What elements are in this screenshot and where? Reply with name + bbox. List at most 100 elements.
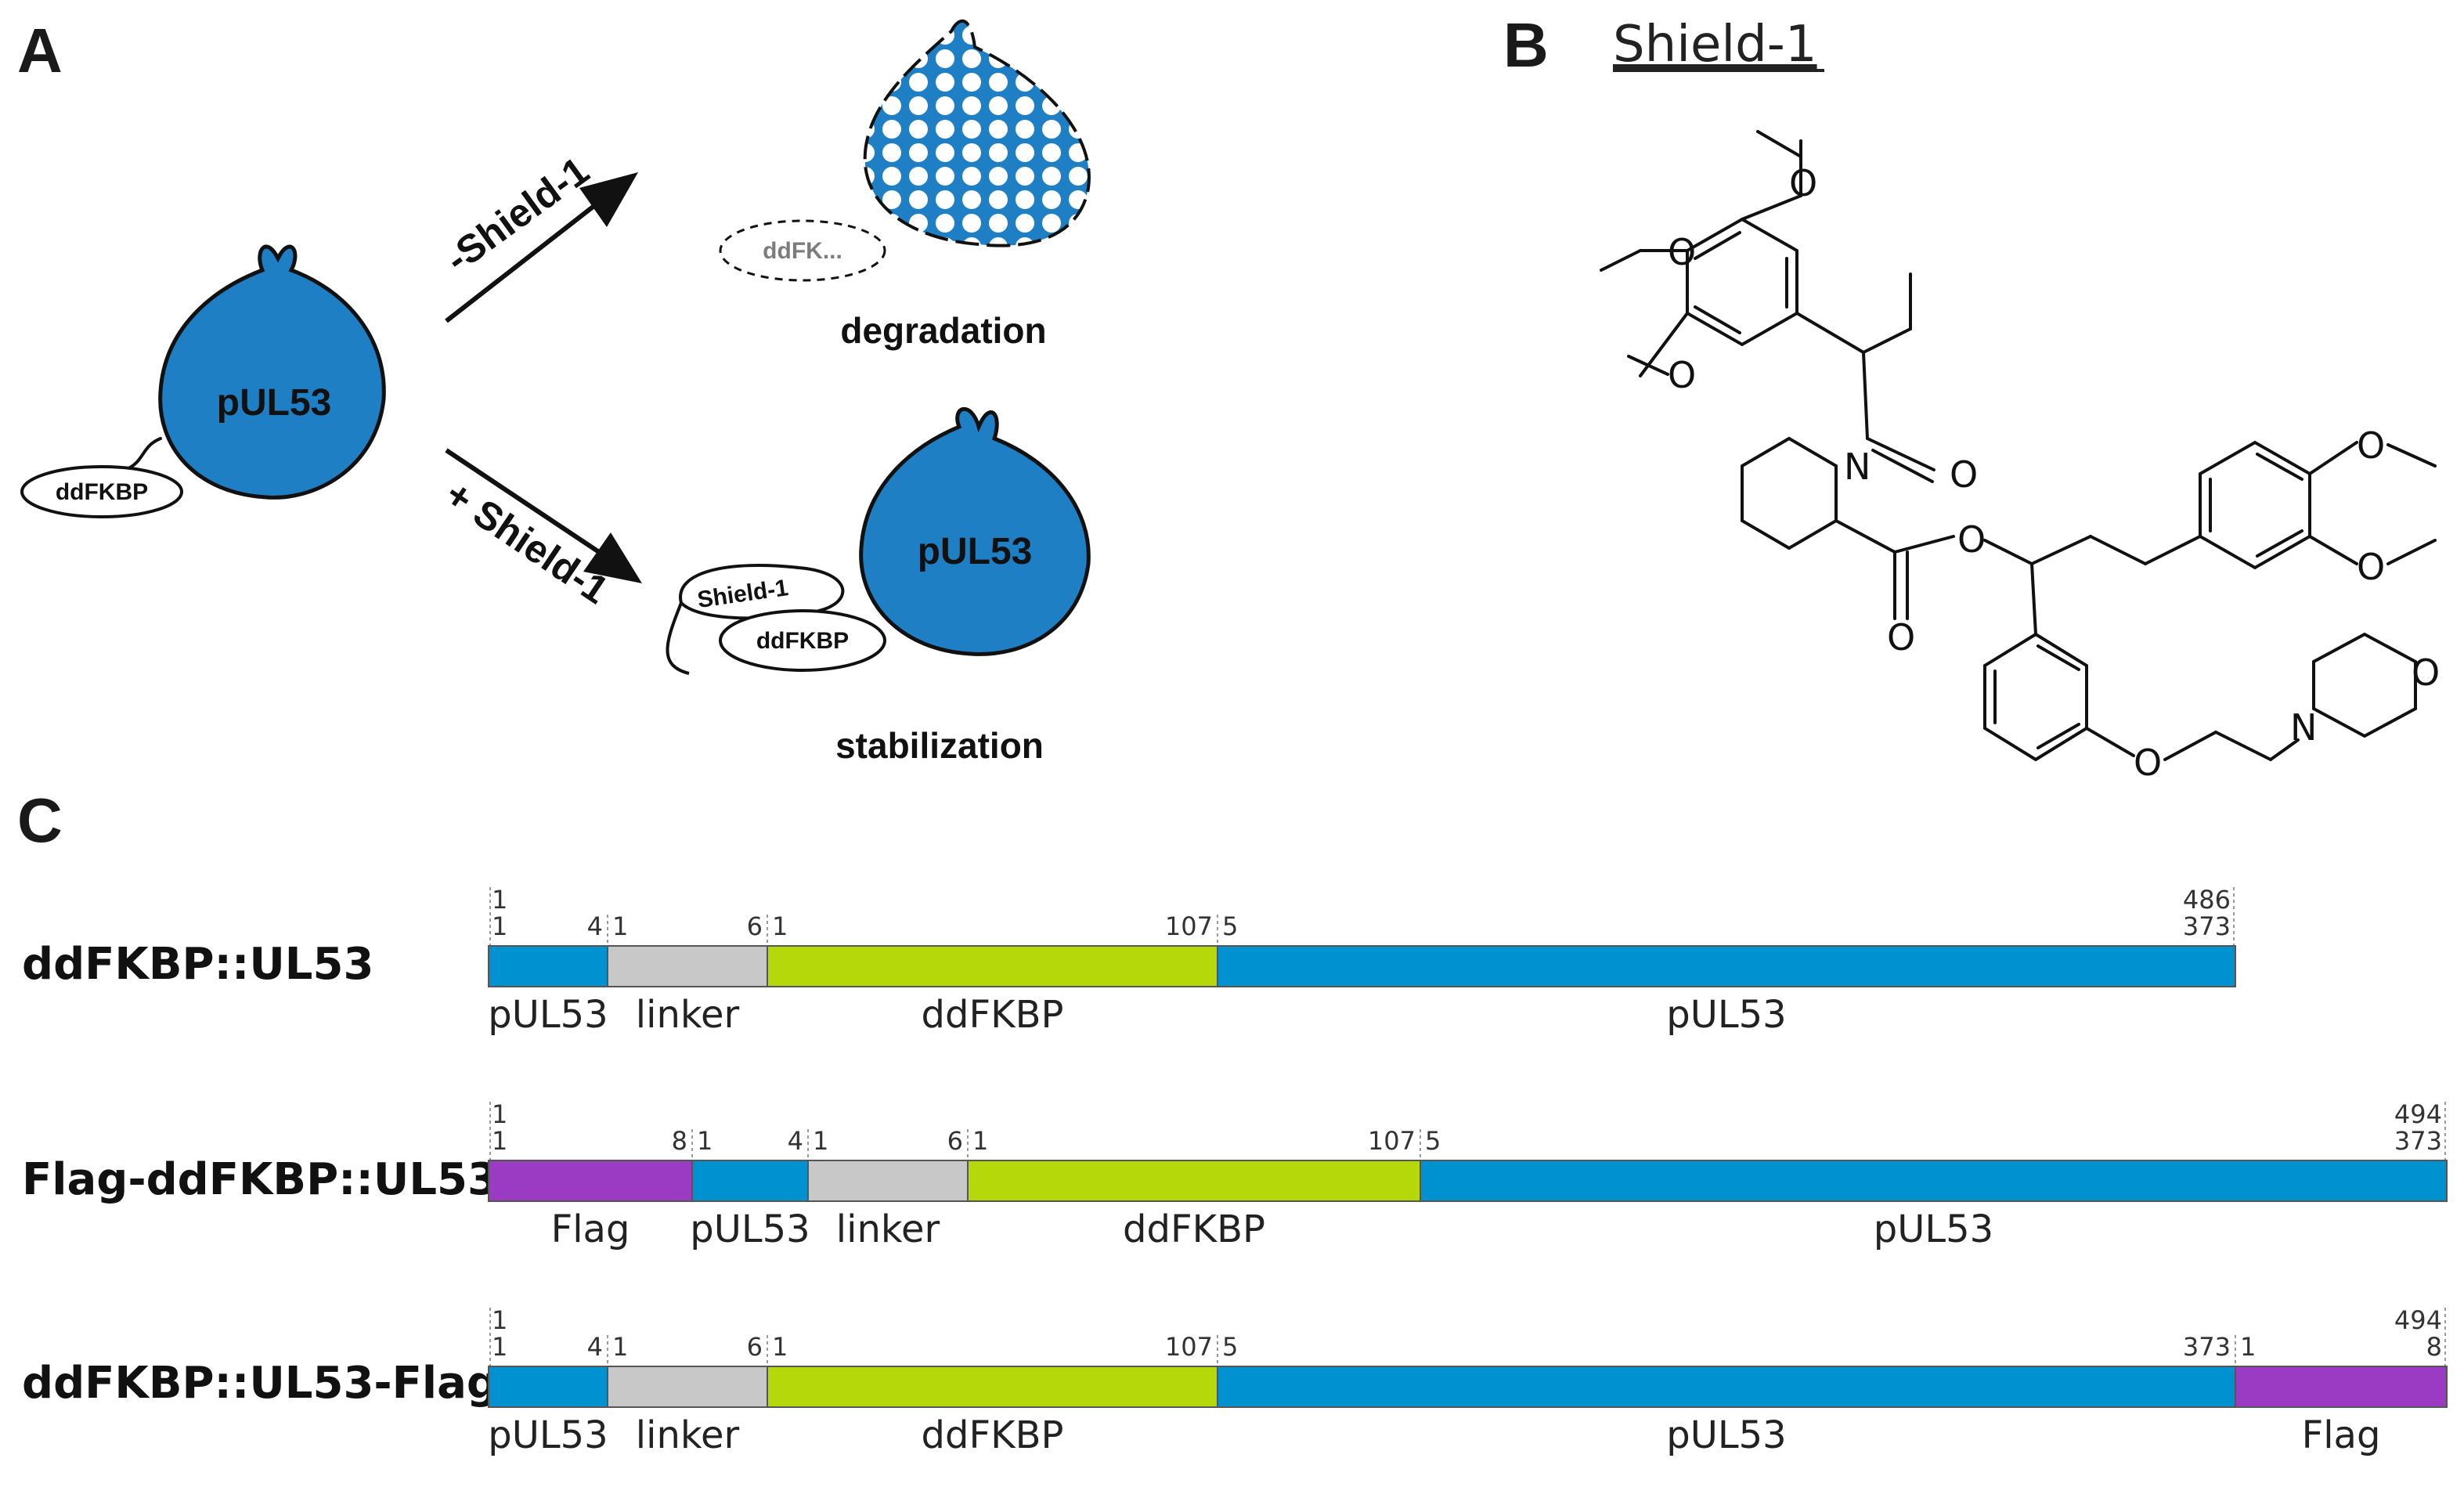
- ddfkbp-tag-label: ddFKBP: [56, 479, 148, 505]
- boundary-number-start: 1: [972, 1126, 988, 1156]
- boundary-number-start: 5: [1222, 1332, 1238, 1362]
- segment-flag: [488, 1160, 693, 1202]
- boundary-number-start: 1: [772, 1332, 788, 1362]
- segment-label: pUL53: [690, 1207, 810, 1251]
- atom-o4: O: [1950, 453, 1978, 496]
- shield1-structure: O O O O N O O O: [1600, 130, 2440, 784]
- segment-flag: [2235, 1366, 2448, 1408]
- start-number-bottom: 1: [492, 1126, 507, 1156]
- segment-label: ddFKBP: [1123, 1207, 1265, 1251]
- end-number-top: 494: [2394, 1099, 2442, 1129]
- outcome-degradation: degradation: [840, 310, 1046, 351]
- atom-o1: O: [1789, 162, 1817, 204]
- construct-name: ddFKBP::UL53: [22, 939, 373, 990]
- atom-o5: O: [1887, 616, 1915, 659]
- atom-n1: N: [1844, 446, 1871, 488]
- boundary-number-end: 4: [587, 1332, 603, 1362]
- segment-pul53: [488, 945, 608, 987]
- segment-pul53: [488, 1366, 608, 1408]
- segment-pul53: [691, 1160, 809, 1202]
- segment-label: pUL53: [1666, 1413, 1786, 1457]
- boundary-number-end: 107: [1165, 1332, 1213, 1362]
- segment-label: linker: [836, 1207, 940, 1251]
- boundary-number-end: 373: [2183, 1332, 2231, 1362]
- segment-ddfkbp: [767, 945, 1218, 987]
- atom-o2: O: [1668, 231, 1696, 273]
- boundary-number-start: 1: [772, 911, 788, 941]
- segment-ddfkbp: [767, 1366, 1218, 1408]
- pul53-unbound: pUL53: [158, 244, 386, 500]
- construct-name: Flag-ddFKBP::UL53: [22, 1154, 498, 1205]
- boundary-number-end: 6: [947, 1126, 963, 1156]
- segment-pul53: [1217, 1366, 2236, 1408]
- atom-o9: O: [2134, 742, 2162, 784]
- panel-c-letter: C: [17, 785, 63, 855]
- boundary-number-start: 5: [1222, 911, 1238, 941]
- start-number-bottom: 1: [492, 1332, 507, 1362]
- shield1-title: Shield-1: [1613, 16, 1817, 74]
- outcome-stabilization: stabilization: [835, 725, 1044, 766]
- segment-linker: [807, 1160, 969, 1202]
- atom-o7: O: [2357, 424, 2385, 467]
- degraded-tag-label: ddFK...: [763, 238, 842, 264]
- boundary-number-end: 4: [587, 911, 603, 941]
- boundary-number-end: 107: [1165, 911, 1213, 941]
- end-number-top: 486: [2183, 885, 2231, 915]
- atom-o3: O: [1668, 354, 1696, 396]
- segment-label: Flag: [551, 1207, 630, 1251]
- boundary-number-start: 1: [612, 1332, 628, 1362]
- segment-label: ddFKBP: [922, 1413, 1064, 1457]
- degraded-tag: ddFK...: [719, 219, 886, 282]
- boundary-number-start: 1: [813, 1126, 828, 1156]
- degraded-protein: [863, 19, 1091, 247]
- boundary-number-end: 6: [747, 1332, 763, 1362]
- ddfkbp-tag: ddFKBP: [20, 465, 183, 518]
- end-number-bottom: 373: [2183, 911, 2231, 941]
- arrow-plus-label: + Shield-1: [438, 472, 616, 612]
- pul53-unbound-label: pUL53: [217, 382, 332, 424]
- arrow-minus-label: -Shield-1: [438, 148, 597, 280]
- segment-ddfkbp: [967, 1160, 1421, 1202]
- construct-name: ddFKBP::UL53-Flag: [22, 1358, 498, 1409]
- boundary-number-end: 107: [1368, 1126, 1416, 1156]
- boundary-number-start: 1: [2240, 1332, 2256, 1362]
- ddfkbp-bound: ddFKBP: [719, 609, 886, 672]
- segment-pul53: [1420, 1160, 2448, 1202]
- segment-pul53: [1217, 945, 2236, 987]
- segment-label: linker: [636, 993, 740, 1037]
- atom-o6: O: [1957, 518, 1986, 561]
- segment-label: pUL53: [488, 1413, 608, 1457]
- segment-label: pUL53: [488, 993, 608, 1037]
- segment-label: pUL53: [1874, 1207, 1993, 1251]
- atom-o10: O: [2412, 651, 2440, 694]
- atom-o8: O: [2357, 546, 2385, 588]
- segment-linker: [607, 1366, 768, 1408]
- end-number-top: 494: [2394, 1305, 2442, 1335]
- segment-label: linker: [636, 1413, 740, 1457]
- pul53-stabilized: pUL53: [859, 407, 1091, 656]
- pul53-stabilized-label: pUL53: [918, 531, 1033, 572]
- start-number-bottom: 1: [492, 911, 507, 941]
- start-number-top: 1: [492, 885, 507, 915]
- segment-label: Flag: [2302, 1413, 2381, 1457]
- boundary-number-end: 8: [672, 1126, 687, 1156]
- end-number-bottom: 373: [2394, 1126, 2442, 1156]
- end-number-bottom: 8: [2426, 1332, 2442, 1362]
- boundary-number-start: 1: [697, 1126, 713, 1156]
- tag-tether: [124, 437, 162, 471]
- segment-label: pUL53: [1666, 993, 1786, 1037]
- atom-n2: N: [2290, 706, 2317, 749]
- arrow-minus-shield: -Shield-1: [438, 148, 638, 323]
- segment-label: ddFKBP: [922, 993, 1064, 1037]
- panel-a-letter: A: [17, 16, 63, 85]
- boundary-number-start: 5: [1425, 1126, 1441, 1156]
- arrow-plus-shield: + Shield-1: [438, 448, 642, 612]
- panel-b-letter: B: [1503, 10, 1549, 80]
- boundary-number-end: 6: [747, 911, 763, 941]
- boundary-number-end: 4: [788, 1126, 803, 1156]
- segment-linker: [607, 945, 768, 987]
